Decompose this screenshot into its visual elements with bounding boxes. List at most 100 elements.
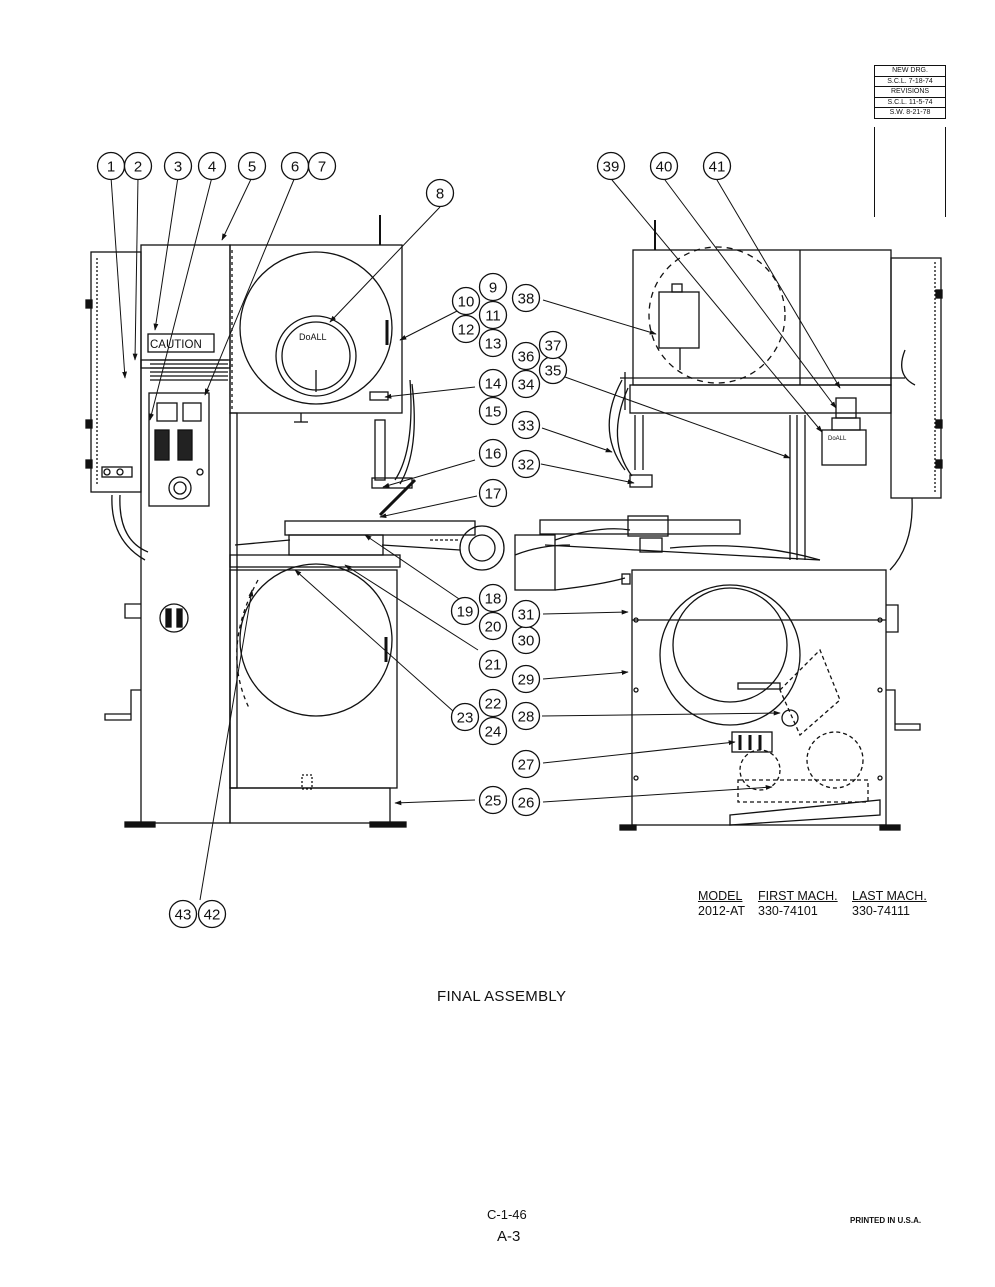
callout-33: 33 — [511, 410, 541, 440]
callout-7: 7 — [307, 151, 337, 181]
callout-circle — [163, 151, 193, 181]
callout-37: 37 — [538, 330, 568, 360]
callout-number: 40 — [656, 159, 673, 176]
callout-circle — [307, 151, 337, 181]
callout-circle — [511, 599, 541, 629]
right-upper-wheel-housing — [632, 249, 892, 386]
callout-circle — [478, 716, 508, 746]
caution-label: CAUTION — [150, 339, 202, 351]
callout-circle — [197, 151, 227, 181]
callout-number: 1 — [107, 159, 115, 176]
callout-number: 33 — [518, 418, 535, 435]
callout-number: 30 — [518, 633, 535, 650]
callout-number: 19 — [457, 604, 474, 621]
callout-number: 39 — [603, 159, 620, 176]
callout-20: 20 — [478, 611, 508, 641]
callout-circle — [649, 151, 679, 181]
callout-number: 7 — [318, 159, 326, 176]
hydraulic-unit — [514, 534, 556, 591]
callout-number: 18 — [485, 591, 502, 608]
callout-6: 6 — [280, 151, 310, 181]
left-lower-wheel-housing — [229, 569, 398, 789]
page-code: C-1-46 — [487, 1207, 527, 1222]
callout-number: 29 — [518, 672, 535, 689]
callout-circle — [478, 688, 508, 718]
callout-41: 41 — [702, 151, 732, 181]
callout-circle — [478, 396, 508, 426]
callout-number: 42 — [204, 907, 221, 924]
callout-number: 6 — [291, 159, 299, 176]
callout-number: 21 — [485, 657, 502, 674]
right-machine — [514, 220, 943, 831]
callout-circle — [596, 151, 626, 181]
callout-circle — [702, 151, 732, 181]
callout-circle — [511, 749, 541, 779]
callout-30: 30 — [511, 625, 541, 655]
callout-number: 20 — [485, 619, 502, 636]
callout-16: 16 — [478, 438, 508, 468]
callout-number: 17 — [485, 486, 502, 503]
callout-13: 13 — [478, 328, 508, 358]
last-mach-header: LAST MACH. — [852, 889, 927, 903]
callout-29: 29 — [511, 664, 541, 694]
callout-14: 14 — [478, 368, 508, 398]
column-emblem — [159, 603, 189, 633]
callout-5: 5 — [237, 151, 267, 181]
callout-circle — [478, 583, 508, 613]
callout-26: 26 — [511, 787, 541, 817]
callout-number: 15 — [485, 404, 502, 421]
model-table-row: 2012-AT 330-74101 330-74111 — [698, 904, 942, 919]
revision-line: REVISIONS — [875, 87, 945, 98]
callout-24: 24 — [478, 716, 508, 746]
callout-circle — [511, 664, 541, 694]
callout-circle — [478, 368, 508, 398]
callout-number: 24 — [485, 724, 502, 741]
callout-19: 19 — [450, 596, 480, 626]
callout-number: 8 — [436, 186, 444, 203]
callout-1: 1 — [96, 151, 126, 181]
callout-32: 32 — [511, 449, 541, 479]
callout-number: 38 — [518, 291, 535, 308]
right-electrical-cabinet — [890, 257, 942, 499]
callout-23: 23 — [450, 702, 480, 732]
callout-38: 38 — [511, 283, 541, 313]
callout-39: 39 — [596, 151, 626, 181]
callout-circle — [451, 314, 481, 344]
callout-number: 22 — [485, 696, 502, 713]
callout-circle — [511, 449, 541, 479]
last-mach-value: 330-74111 — [852, 904, 910, 918]
callout-circle — [511, 341, 541, 371]
callout-number: 11 — [485, 308, 501, 325]
callout-circle — [237, 151, 267, 181]
callout-circle — [450, 702, 480, 732]
revision-line: NEW DRG. — [875, 66, 945, 77]
callout-10: 10 — [451, 286, 481, 316]
first-mach-header: FIRST MACH. — [758, 889, 838, 903]
callout-40: 40 — [649, 151, 679, 181]
callout-circle — [478, 611, 508, 641]
callout-number: 36 — [518, 349, 535, 366]
model-table-header: MODEL FIRST MACH. LAST MACH. — [698, 889, 942, 904]
callout-number: 25 — [485, 793, 502, 810]
callout-28: 28 — [511, 701, 541, 731]
callout-circle — [478, 438, 508, 468]
model-header: MODEL — [698, 889, 743, 903]
callout-21: 21 — [478, 649, 508, 679]
left-electrical-cabinet — [90, 251, 142, 493]
caution-plate — [147, 333, 215, 353]
callout-22: 22 — [478, 688, 508, 718]
callout-number: 9 — [489, 280, 497, 297]
callout-circle — [511, 369, 541, 399]
callout-number: 3 — [174, 159, 182, 176]
callout-number: 2 — [134, 159, 142, 176]
callout-9: 9 — [478, 272, 508, 302]
callout-number: 13 — [485, 336, 502, 353]
callout-number: 10 — [458, 294, 475, 311]
callout-17: 17 — [478, 478, 508, 508]
callout-circle — [511, 283, 541, 313]
callout-12: 12 — [451, 314, 481, 344]
callout-circle — [451, 286, 481, 316]
callout-number: 37 — [545, 338, 562, 355]
